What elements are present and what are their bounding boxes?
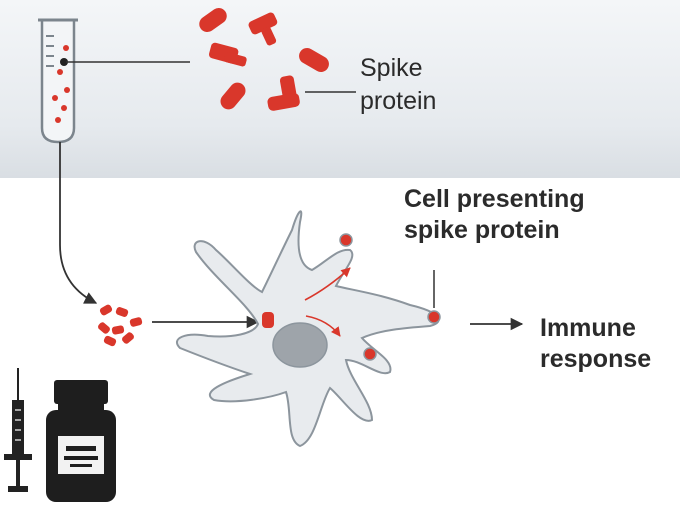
dendritic-cell-icon bbox=[176, 210, 441, 448]
top-background-band bbox=[0, 0, 680, 178]
immune-response-label: Immune response bbox=[540, 313, 651, 375]
spike-protein-label-line2: protein bbox=[360, 87, 437, 115]
delivery-arrow bbox=[59, 142, 98, 304]
immune-response-label-line2: response bbox=[540, 345, 652, 373]
syringe-icon bbox=[4, 368, 32, 492]
vaccine-vial-icon bbox=[46, 380, 116, 502]
protein-fragments-icon bbox=[98, 304, 143, 347]
spike-protein-icon bbox=[199, 7, 329, 111]
test-tube-icon bbox=[38, 18, 78, 144]
cell-presenting-label-line2: spike protein bbox=[404, 216, 560, 244]
spike-protein-label: Spike protein bbox=[360, 52, 436, 118]
spike-protein-label-line1: Spike bbox=[360, 54, 423, 82]
cell-presenting-label: Cell presenting spike protein bbox=[404, 184, 585, 246]
immune-response-label-line1: Immune bbox=[540, 314, 636, 342]
cell-presenting-label-line1: Cell presenting bbox=[404, 185, 585, 213]
